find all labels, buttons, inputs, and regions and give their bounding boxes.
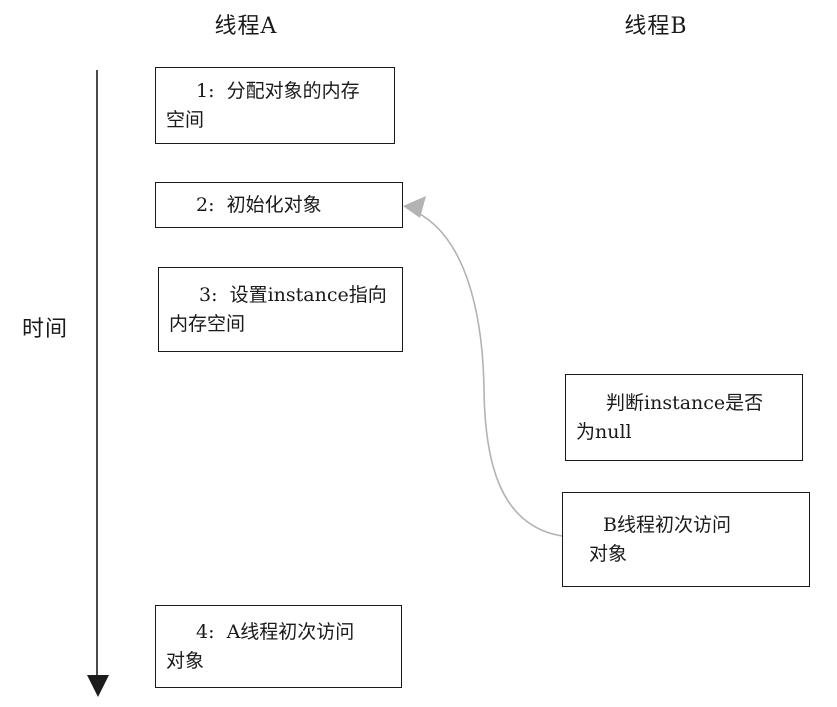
time-axis-label: 时间: [22, 317, 69, 342]
step-text-line: 空间: [166, 108, 205, 131]
step-text-line: B线程初次访问: [603, 513, 731, 536]
step-text-line: 3: 设置instance指向: [199, 283, 387, 306]
time-axis-arrowhead-icon: [87, 675, 109, 697]
step-text-line: 2: 初始化对象: [196, 193, 322, 216]
thread-a-step-2-box: 2: 初始化对象: [155, 182, 403, 228]
step-text-line: 对象: [589, 542, 628, 565]
thread-a-header: 线程A: [214, 14, 278, 39]
step-text-line: 4: A线程初次访问: [196, 620, 355, 643]
dependency-arrowhead-icon: [403, 196, 426, 218]
thread-a-step-4-box: 4: A线程初次访问 对象: [155, 605, 402, 688]
step-text-line: 对象: [166, 649, 205, 672]
thread-a-step-3-box: 3: 设置instance指向 内存空间: [158, 267, 403, 352]
step-text-line: 1: 分配对象的内存: [196, 79, 360, 102]
step-text-line: 为null: [576, 420, 632, 443]
thread-b-check-null-box: 判断instance是否 为null: [565, 374, 803, 461]
step-text-line: 内存空间: [169, 312, 246, 335]
step-text-line: 判断instance是否: [606, 391, 764, 414]
thread-a-step-1-box: 1: 分配对象的内存 空间: [155, 67, 395, 144]
dependency-arrow-curve: [406, 207, 563, 537]
thread-b-header: 线程B: [624, 14, 688, 39]
thread-b-first-access-box: B线程初次访问 对象: [562, 492, 810, 587]
